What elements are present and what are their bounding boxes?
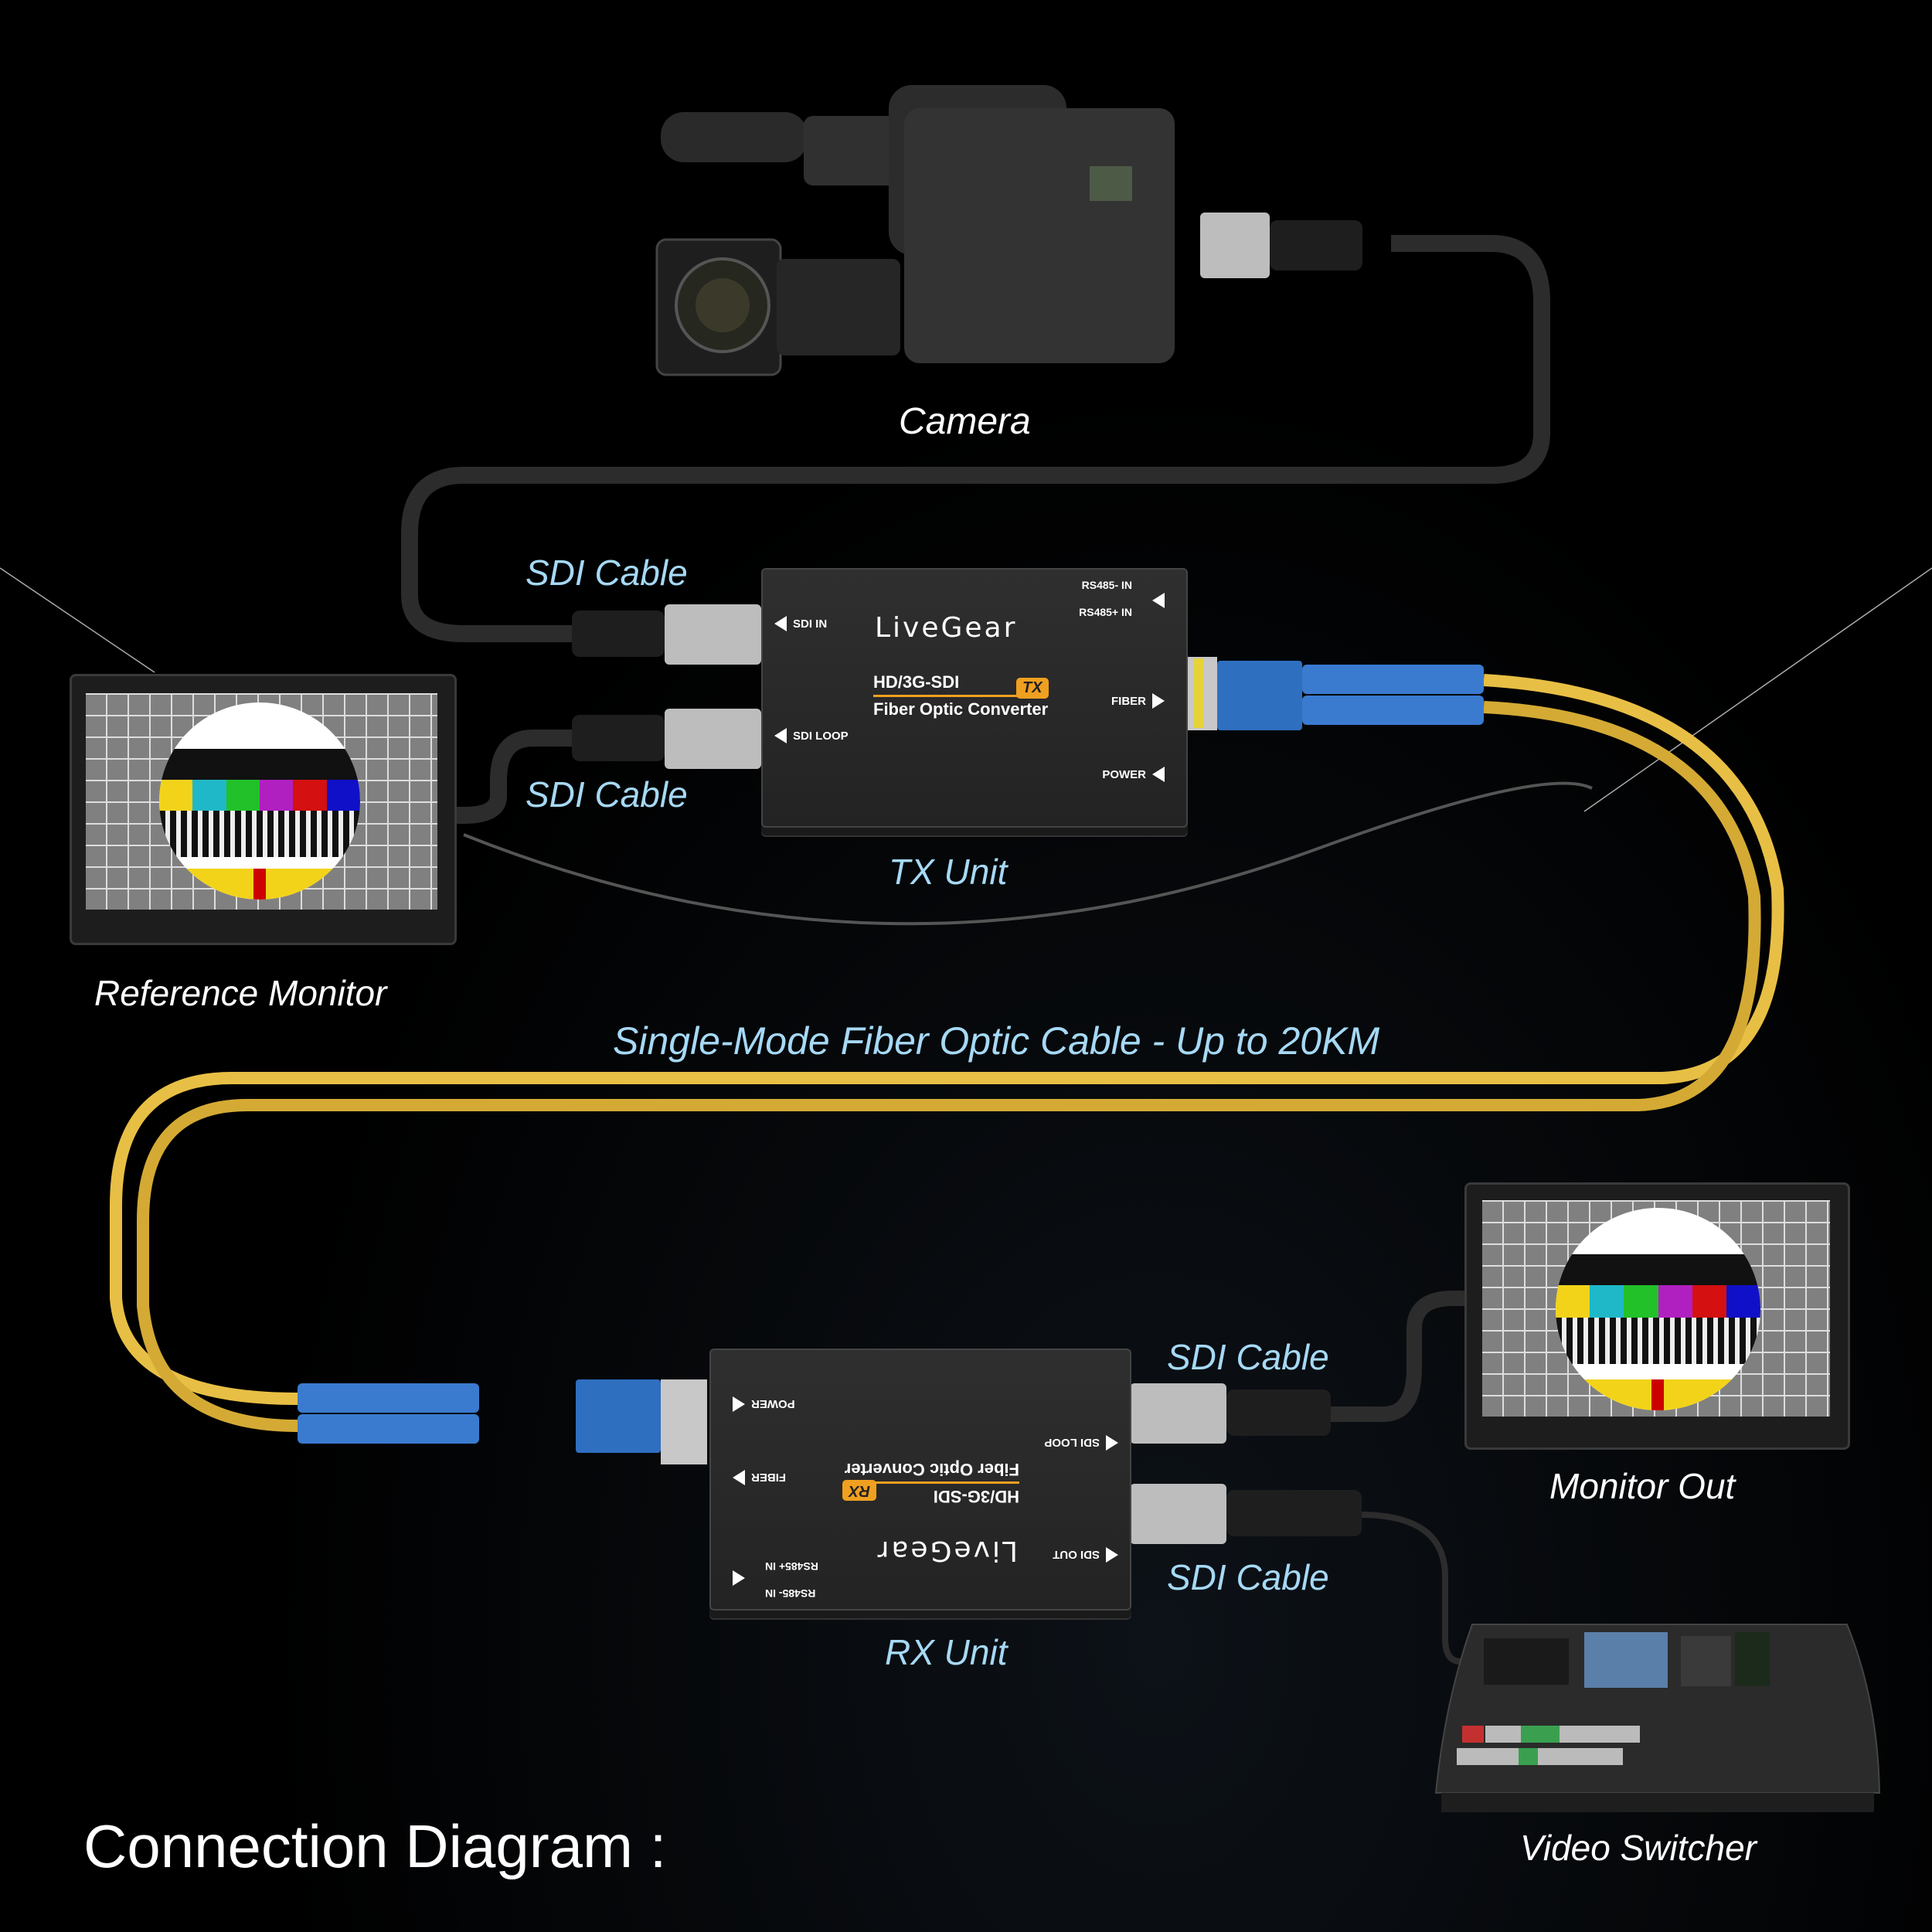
color-bars xyxy=(159,780,360,811)
rx-model-line1: HD/3G-SDI xyxy=(933,1487,1019,1506)
rx-unit-face: SDI OUT SDI LOOP RS485- IN RS485+ IN FIB… xyxy=(711,1350,1130,1609)
tx-port-sdi-loop: SDI LOOP xyxy=(774,728,849,743)
arrow-left-icon xyxy=(733,1396,745,1412)
rx-port-rs485-minus: RS485- IN xyxy=(765,1587,816,1600)
test-pattern-circle xyxy=(1556,1208,1760,1410)
rx-unit: SDI OUT SDI LOOP RS485- IN RS485+ IN FIB… xyxy=(709,1349,1131,1611)
page-title: Connection Diagram : xyxy=(83,1812,667,1880)
tx-port-fiber: FIBER xyxy=(1111,693,1165,709)
fiber-cable-label: Single-Mode Fiber Optic Cable - Up to 20… xyxy=(613,1019,1380,1063)
rx-model-underline xyxy=(861,1481,1019,1484)
sdi-cable-label-tx-in: SDI Cable xyxy=(526,553,688,593)
arrow-left-icon xyxy=(1152,767,1165,782)
sdi-cable-label-tx-loop: SDI Cable xyxy=(526,774,688,815)
rx-model-line2: Fiber Optic Converter xyxy=(844,1460,1019,1479)
video-switcher-label: Video Switcher xyxy=(1520,1828,1757,1868)
decor-line xyxy=(1583,567,1932,812)
arrow-left-icon xyxy=(1106,1435,1118,1451)
rx-port-sdi-loop: SDI LOOP xyxy=(1044,1435,1118,1451)
rx-port-power: POWER xyxy=(733,1396,795,1412)
arrow-left-icon xyxy=(774,616,787,631)
reference-monitor xyxy=(70,674,457,945)
rx-badge: RX xyxy=(842,1480,876,1501)
reference-monitor-label: Reference Monitor xyxy=(94,973,387,1013)
sdi-cable-switcher xyxy=(1359,1512,1461,1665)
tx-port-power: POWER xyxy=(1102,767,1165,782)
tx-port-rs485-minus: RS485- IN xyxy=(1081,579,1132,591)
color-bars xyxy=(1556,1285,1760,1318)
tx-badge: TX xyxy=(1016,678,1049,699)
sdi-cable-monitor-out xyxy=(1329,1291,1468,1422)
monitor-out-label: Monitor Out xyxy=(1549,1466,1736,1506)
arrow-left-icon xyxy=(1106,1547,1118,1563)
sdi-cable-loop xyxy=(456,730,572,824)
tx-port-rs485-plus: RS485+ IN xyxy=(1079,606,1132,618)
tx-model-underline xyxy=(873,695,1032,697)
bnc-connector-camera xyxy=(1200,213,1362,278)
tx-brand-logo: LiveGear xyxy=(875,612,1018,644)
tx-unit: SDI IN SDI LOOP RS485- IN RS485+ IN FIBE… xyxy=(761,568,1188,828)
rx-port-rs485-plus: RS485+ IN xyxy=(765,1560,818,1573)
bnc-connector-rx-loop xyxy=(1130,1383,1331,1444)
fiber-cable-b xyxy=(137,701,1761,1432)
lc-connector-tx xyxy=(1179,657,1484,730)
sdi-cable-label-rx-out: SDI Cable xyxy=(1167,1557,1329,1597)
sdi-cable-label-rx-loop: SDI Cable xyxy=(1167,1337,1329,1377)
arrow-left-icon xyxy=(774,728,787,743)
arrow-left-icon xyxy=(1152,593,1165,608)
bnc-connector-tx-in xyxy=(572,604,761,665)
tx-unit-label: TX Unit xyxy=(889,852,1008,892)
arrow-right-icon xyxy=(1152,693,1165,709)
test-pattern-circle xyxy=(159,702,360,900)
decor-line xyxy=(0,567,155,673)
sdi-cable-camera xyxy=(401,235,1550,642)
rx-port-fiber: FIBER xyxy=(733,1470,786,1485)
test-pattern-screen xyxy=(86,693,437,910)
rx-port-sdi-out: SDI OUT xyxy=(1053,1547,1118,1563)
rx-brand-logo: LiveGear xyxy=(875,1535,1018,1566)
monitor-out xyxy=(1464,1182,1850,1450)
lc-connector-rx xyxy=(298,1379,707,1464)
arrow-right-icon xyxy=(733,1470,745,1485)
fiber-cable-a xyxy=(110,674,1784,1405)
bnc-connector-rx-out xyxy=(1130,1484,1362,1544)
test-pattern-screen xyxy=(1482,1200,1830,1417)
rx-unit-label: RX Unit xyxy=(885,1632,1008,1672)
arrow-left-icon xyxy=(733,1570,745,1586)
tx-port-sdi-in: SDI IN xyxy=(774,616,827,631)
tx-model-line1: HD/3G-SDI xyxy=(873,672,960,692)
camera-label: Camera xyxy=(899,401,1031,442)
tx-model-line2: Fiber Optic Converter xyxy=(873,699,1049,719)
decor-arc xyxy=(463,781,1593,926)
bnc-connector-tx-loop xyxy=(572,709,761,769)
